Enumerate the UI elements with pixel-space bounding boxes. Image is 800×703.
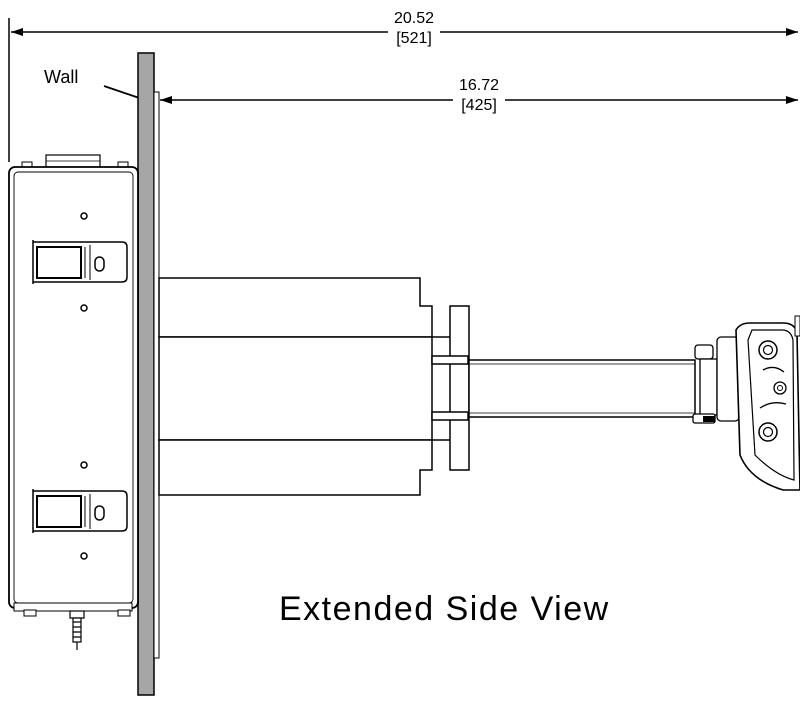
arm-dimension-inches: 16.72 — [459, 77, 500, 94]
wall-label: Wall — [44, 67, 79, 88]
lower-bracket-clip — [32, 489, 128, 533]
wall — [137, 52, 160, 696]
view-title: Extended Side View — [279, 590, 610, 628]
bottom-bolt — [69, 610, 85, 650]
arm-dimension-label: 16.72 [425] — [453, 76, 506, 116]
tilt-head — [692, 315, 800, 491]
arm-dimension-mm: [425] — [461, 97, 497, 114]
overall-dimension-inches: 20.52 — [394, 10, 435, 27]
first-arm — [158, 277, 433, 496]
overall-dimension-mm: [521] — [396, 30, 432, 47]
wall-box — [8, 154, 139, 617]
overall-dimension-label: 20.52 [521] — [388, 9, 441, 49]
mounting-holes — [80, 212, 88, 560]
upper-bracket-clip — [32, 240, 128, 284]
elbow-joint — [431, 305, 470, 471]
second-arm — [468, 359, 696, 418]
